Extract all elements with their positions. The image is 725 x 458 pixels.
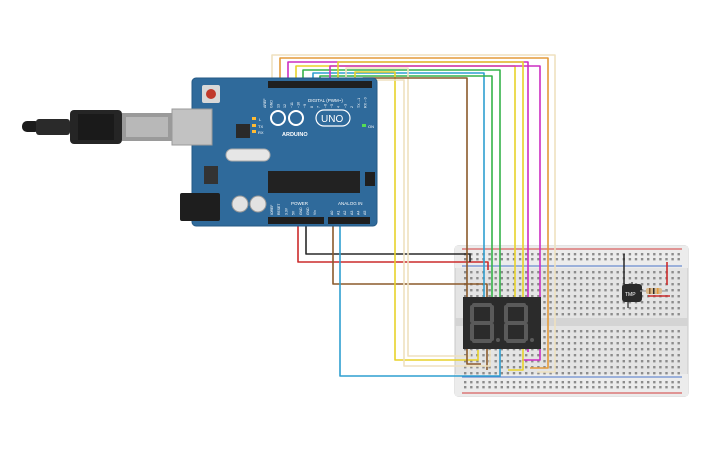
power-pin-label: 5V (292, 210, 296, 215)
digital-pin-label: 7 (317, 106, 321, 108)
model-label: UNO (321, 114, 343, 125)
on-label: ON (368, 124, 374, 129)
capacitor-1 (231, 195, 249, 213)
digital-pin-label: ~5 (330, 104, 334, 108)
icsp-header (365, 172, 375, 186)
digital-pin-label: 13 (276, 104, 280, 108)
temperature-sensor[interactable]: TMP (622, 254, 642, 308)
digital-pin-label: ~10 (297, 102, 301, 108)
power-pin-label: IOREF (270, 205, 274, 215)
model-badge (315, 109, 351, 127)
wire-yellow-2[interactable] (337, 61, 524, 371)
power-pin-label: 3.3V (284, 207, 288, 215)
digital-header (268, 81, 372, 88)
digital-pin-label: AREF (263, 98, 267, 108)
digital-pin-label: ~9 (303, 104, 307, 108)
usb-chip (236, 124, 250, 138)
digital-pin-label: 12 (283, 104, 287, 108)
wire-cream-2[interactable] (345, 67, 471, 357)
tx-label: TX (258, 124, 263, 129)
digital-pin-label: ~11 (290, 102, 294, 108)
led-tx (252, 124, 256, 127)
led-rx (252, 130, 256, 133)
arduino-uno-board[interactable]: ARDUINO UNO DIGITAL (PWM~) POWER ANALOG … (171, 77, 378, 227)
analog-pin-label: A1 (337, 211, 341, 215)
wire-orange[interactable] (279, 57, 549, 369)
analog-pin-label: A5 (363, 211, 367, 215)
wire-yellow-3[interactable] (354, 71, 479, 361)
power-pin-label: RESET (277, 204, 281, 215)
usb-jack (171, 108, 213, 146)
digital-label: DIGITAL (PWM~) (308, 98, 343, 103)
analog-header (328, 217, 370, 224)
led-on (362, 124, 366, 127)
analog-pin-label: A3 (350, 211, 354, 215)
analog-label: ANALOG IN (338, 201, 363, 206)
center-channel (455, 318, 688, 326)
power-label: POWER (291, 201, 309, 206)
voltage-regulator (204, 166, 218, 184)
analog-pin-label: A4 (356, 211, 360, 215)
digit-left (470, 303, 494, 343)
power-pin-label: GND (306, 207, 310, 215)
digital-pin-label: TX→1 (357, 98, 361, 108)
crystal (225, 148, 271, 162)
capacitor-2 (249, 195, 267, 213)
arduino-logo-icon (270, 110, 304, 126)
resistor[interactable] (640, 288, 668, 294)
usb-cable[interactable] (22, 110, 172, 144)
power-pin-label: Vin (313, 210, 317, 215)
sensor-label: TMP (625, 292, 636, 298)
led-l (252, 117, 256, 120)
decimal-point-left (496, 338, 500, 342)
decimal-point-right (530, 338, 534, 342)
digital-pin-label: 2 (350, 106, 354, 108)
digital-pin-label: ~3 (343, 104, 347, 108)
digital-pin-label: 8 (310, 106, 314, 108)
brand-label: ARDUINO (282, 132, 308, 138)
digital-pin-label: RX←0 (364, 97, 368, 108)
power-pin-label: GND (299, 207, 303, 215)
dc-power-jack (180, 193, 220, 221)
rx-label: RX (258, 130, 264, 135)
digital-pin-label: 4 (337, 106, 341, 108)
digital-pin-label: GND (270, 100, 274, 108)
digit-right (504, 303, 528, 343)
breadboard[interactable] (454, 245, 689, 397)
wire-green-1[interactable] (302, 69, 501, 300)
analog-pin-label: A2 (343, 211, 347, 215)
digital-pin-label: ~6 (323, 104, 327, 108)
wire-black[interactable] (305, 221, 471, 262)
led-l-label: L (259, 117, 262, 122)
power-header (268, 217, 324, 224)
wire-magenta-2[interactable] (329, 65, 541, 361)
seven-segment-display[interactable] (463, 297, 541, 349)
atmega-chip (268, 171, 360, 193)
analog-pin-label: A0 (330, 211, 334, 215)
wire-cream-1[interactable] (271, 54, 556, 373)
